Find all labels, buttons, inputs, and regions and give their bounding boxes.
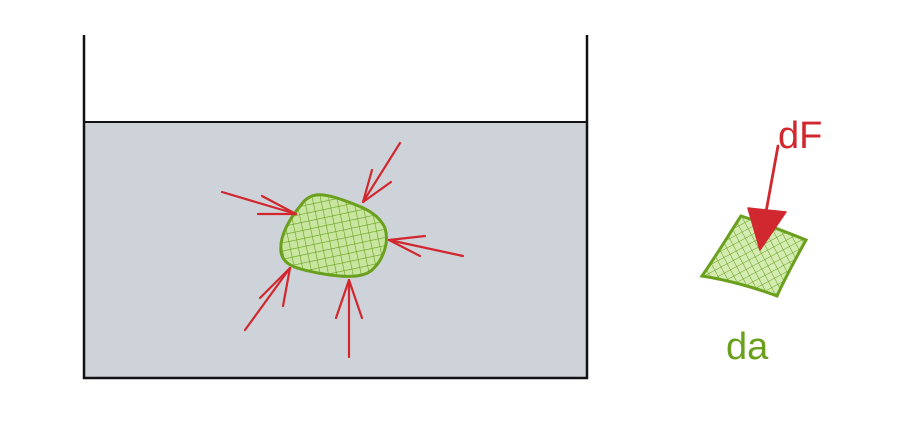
force-label: dF	[778, 115, 822, 157]
pressure-arrow-bottom-left	[243, 266, 292, 332]
area-element	[699, 214, 809, 298]
pressure-arrow-left	[220, 190, 298, 216]
force-arrowhead	[747, 207, 787, 251]
pressure-arrow-top	[361, 141, 402, 204]
pressure-arrow-right	[387, 234, 465, 258]
area-label: da	[726, 326, 769, 368]
submerged-body	[279, 193, 388, 278]
container-walls	[82, 35, 589, 380]
pressure-arrows	[220, 141, 465, 359]
force-arrow	[747, 144, 787, 251]
pressure-arrow-bottom	[334, 278, 364, 359]
